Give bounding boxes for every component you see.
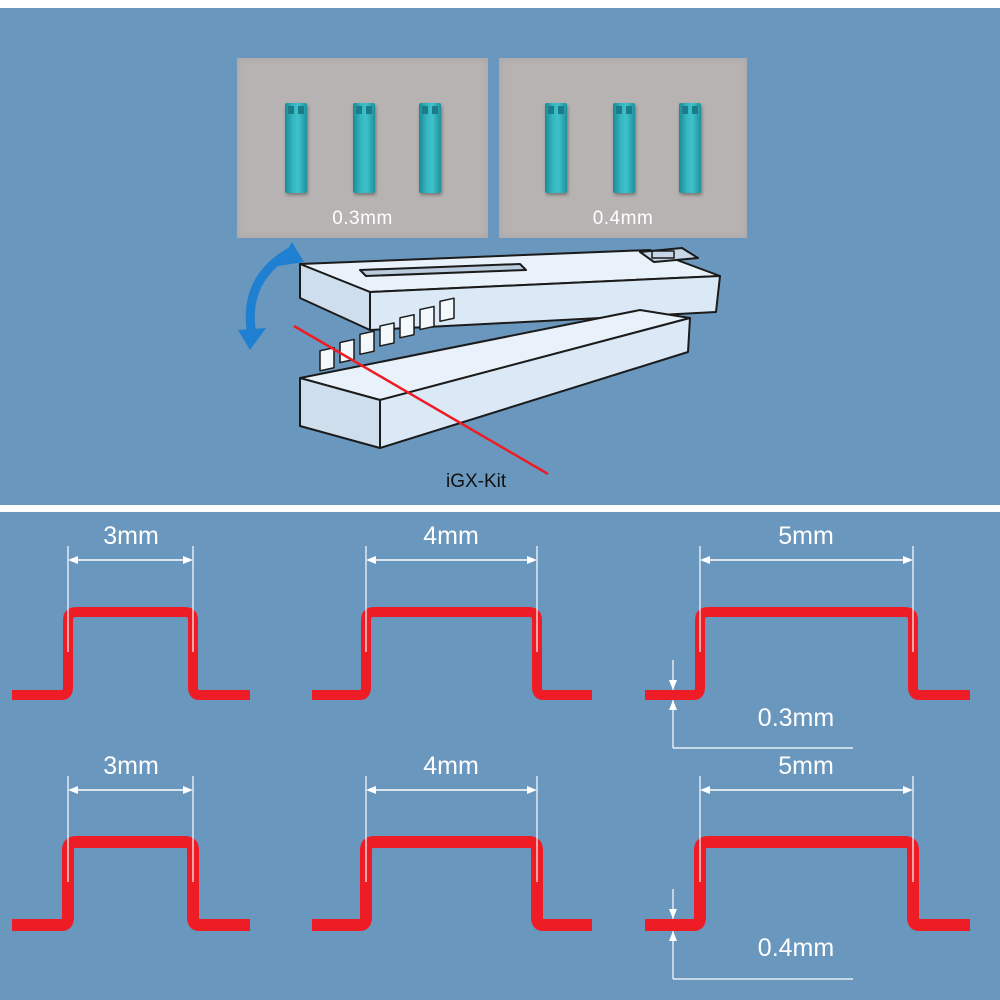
dimension-arrowhead [366, 786, 376, 794]
dimension-arrowhead [903, 786, 913, 794]
bending-tool-illustration [238, 242, 721, 476]
thickness-arrowhead [669, 931, 677, 941]
photo-label: 0.4mm [592, 208, 654, 229]
wire-profile [12, 607, 250, 700]
thickness-arrowhead [669, 700, 677, 710]
top-panel: 0.3mm 0.4mm [0, 8, 1000, 505]
dimension-arrowhead [527, 786, 537, 794]
width-label: 4mm [423, 752, 479, 780]
wire-profile [12, 836, 250, 931]
bottom-panel [0, 512, 1000, 1000]
wire-profiles: 3mm 4mm 5mm 0.3mm 3mm 4mm 5mm 0.4mm [12, 522, 970, 980]
tool-label: iGX-Kit [446, 471, 507, 492]
pointer-line [293, 324, 549, 476]
dimension-arrowhead [183, 786, 193, 794]
width-label: 4mm [423, 522, 479, 550]
dimension-arrowhead [527, 556, 537, 564]
teal-clip [613, 103, 635, 193]
thickness-arrowhead [669, 909, 677, 919]
dimension-arrowhead [68, 556, 78, 564]
width-label: 5mm [778, 752, 834, 780]
teal-clip [353, 103, 375, 193]
width-label: 3mm [103, 522, 159, 550]
photo-clips-0-4mm: 0.4mm [499, 58, 747, 238]
tool-bottom-arm [299, 297, 691, 449]
dimension-arrowhead [903, 556, 913, 564]
width-label: 3mm [103, 752, 159, 780]
teal-clip [285, 103, 307, 193]
teal-clip [679, 103, 701, 193]
teal-clip [545, 103, 567, 193]
dimension-arrowhead [68, 786, 78, 794]
photo-label: 0.3mm [332, 208, 393, 229]
wire-profile [312, 607, 592, 700]
rotate-arrow-icon [238, 242, 304, 350]
dimension-arrowhead [366, 556, 376, 564]
thickness-label: 0.3mm [758, 704, 834, 732]
photo-clips-0-3mm: 0.3mm [237, 58, 488, 238]
dimension-arrowhead [700, 786, 710, 794]
thickness-arrowhead [669, 680, 677, 690]
tool-top-arm [299, 247, 721, 331]
wire-profile [645, 607, 970, 700]
wire-profile [645, 836, 970, 931]
thickness-label: 0.4mm [758, 934, 834, 962]
width-label: 5mm [778, 522, 834, 550]
dimension-arrowhead [700, 556, 710, 564]
teal-clip [419, 103, 441, 193]
wire-profile [312, 836, 592, 931]
dimension-arrowhead [183, 556, 193, 564]
